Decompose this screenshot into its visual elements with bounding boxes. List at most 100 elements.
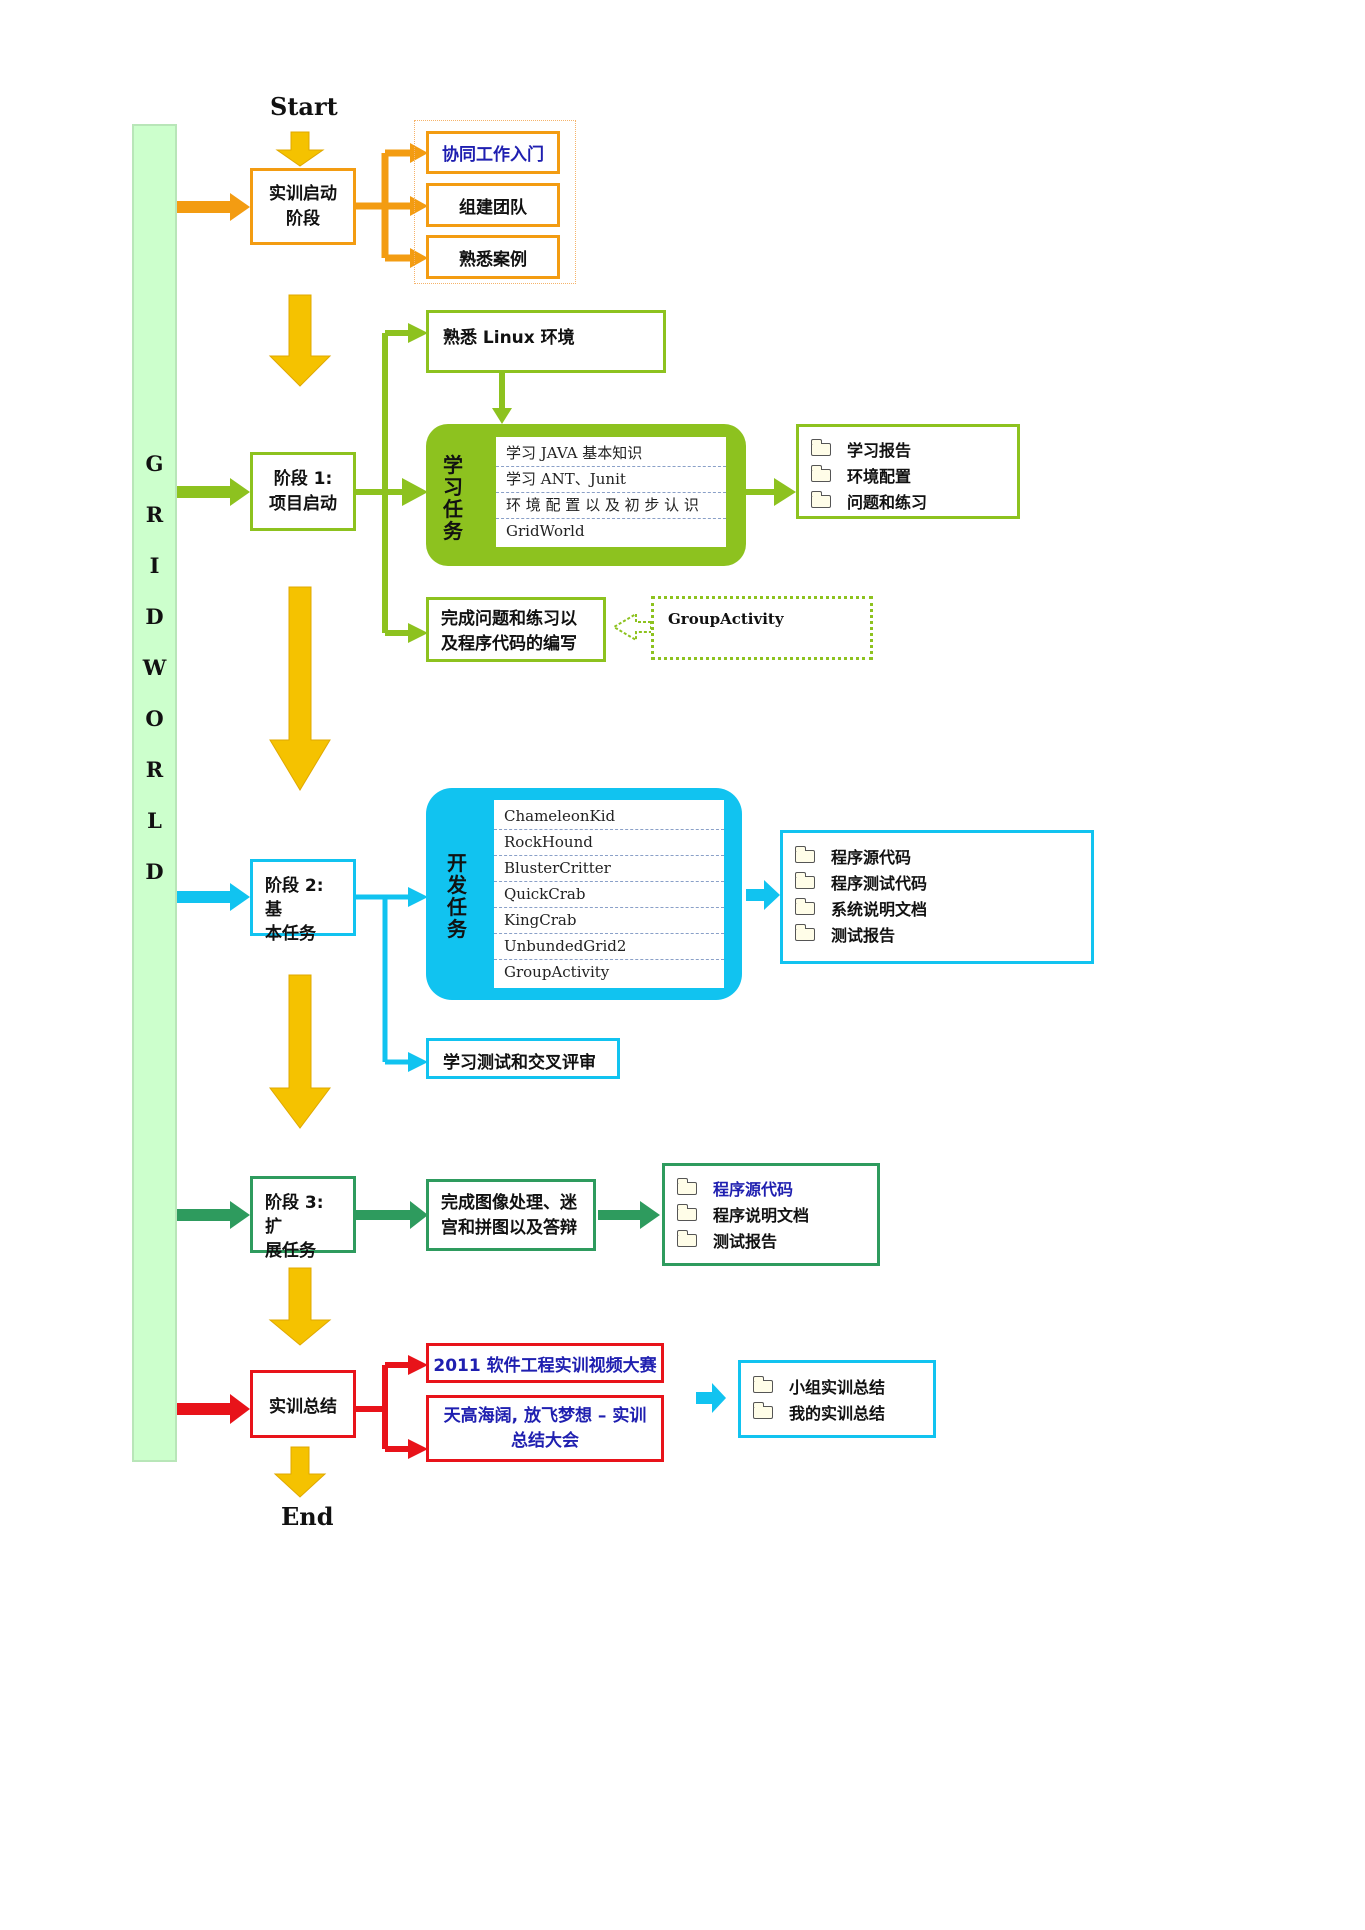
review-box: 学习测试和交叉评审 — [426, 1038, 620, 1079]
exercise-line: 完成问题和练习以 — [441, 609, 577, 629]
stage1-title-line: 阶段 1: — [273, 468, 333, 489]
folder-icon — [752, 1375, 773, 1393]
stage1-title-line: 项目启动 — [269, 493, 337, 514]
stage0-title-line: 实训启动 — [269, 183, 337, 204]
output-label: 程序说明文档 — [713, 1206, 810, 1225]
stage0-group-frame — [414, 120, 576, 284]
output-item: 问题和练习 — [810, 488, 1005, 514]
learning-task-item: GridWorld — [506, 522, 585, 540]
sidebar-letter: W — [142, 655, 167, 680]
learning-task-list: 学习 JAVA 基本知识 学习 ANT、Junit 环 境 配 置 以 及 初 … — [496, 441, 726, 544]
sidebar-letter: D — [145, 604, 164, 629]
output-label: 测试报告 — [713, 1232, 778, 1251]
stage2-outputs-box: 程序源代码 程序测试代码 系统说明文档 测试报告 — [780, 830, 1094, 964]
flow-arrow-start — [275, 131, 325, 167]
flow-arrow-stage0-stage1 — [268, 294, 332, 387]
dev-task-item: GroupActivity — [504, 963, 610, 981]
learning-task-item: 学习 ANT、Junit — [496, 467, 726, 493]
sidebar-arrow-stage2 — [177, 883, 250, 911]
summary-outputs-box: 小组实训总结 我的实训总结 — [738, 1360, 936, 1438]
sidebar-arrow-stage1 — [177, 478, 250, 506]
folder-icon — [794, 871, 815, 889]
dev-task-list-panel: ChameleonKid RockHound BlusterCritter Qu… — [494, 800, 724, 988]
dev-task-item: QuickCrab — [494, 882, 724, 908]
stage0-box: 实训启动 阶段 — [250, 168, 356, 245]
flow-arrow-stage1-stage2 — [269, 586, 331, 791]
sidebar-arrow-summary — [177, 1394, 250, 1424]
output-item: 测试报告 — [794, 921, 1079, 947]
stage1-box: 阶段 1: 项目启动 — [250, 452, 356, 531]
stage2-title-line: 本任务 — [265, 924, 316, 944]
output-label: 环境配置 — [847, 467, 912, 486]
summary-event-line: 天高海阔, 放飞梦想 – 实训 — [443, 1405, 647, 1426]
sidebar-arrow-stage3 — [177, 1201, 250, 1229]
learning-task-item: 环 境 配 置 以 及 初 步 认 识 — [496, 493, 726, 519]
flow-arrow-stage3-summary — [268, 1267, 332, 1346]
output-item: 程序源代码 — [676, 1175, 865, 1201]
stage3-title-line: 展任务 — [265, 1241, 316, 1261]
dev-task-panel: 开发任务 ChameleonKid RockHound BlusterCritt… — [426, 788, 742, 1000]
output-label: 系统说明文档 — [831, 900, 928, 919]
dev-task-item: RockHound — [494, 830, 724, 856]
folder-icon — [676, 1229, 697, 1247]
folder-icon — [794, 845, 815, 863]
stage3-task-line: 完成图像处理、迷 — [441, 1193, 577, 1213]
stage3-outputs-box: 程序源代码 程序说明文档 测试报告 — [662, 1163, 880, 1266]
stage2-box: 阶段 2: 基 本任务 — [250, 859, 356, 944]
dev-task-item: KingCrab — [494, 908, 724, 934]
learning-task-list-panel: 学习 JAVA 基本知识 学习 ANT、Junit 环 境 配 置 以 及 初 … — [496, 437, 726, 547]
output-label: 学习报告 — [847, 441, 912, 460]
output-item: 系统说明文档 — [794, 895, 1079, 921]
folder-icon — [794, 923, 815, 941]
sidebar-letter: R — [145, 757, 164, 782]
exercise-box: 完成问题和练习以 及程序代码的编写 — [426, 597, 606, 662]
sidebar-arrow-stage0 — [177, 193, 250, 221]
output-item: 环境配置 — [810, 462, 1005, 488]
dev-task-label: 开发任务 — [447, 851, 467, 941]
output-label: 程序源代码 — [831, 848, 912, 867]
stage3-box: 阶段 3: 扩 展任务 — [250, 1176, 356, 1261]
dev-task-item: UnbundedGrid2 — [494, 934, 724, 960]
output-item: 学习报告 — [810, 436, 1005, 462]
sidebar-letter: L — [147, 808, 162, 833]
output-item: 程序测试代码 — [794, 869, 1079, 895]
output-item: 小组实训总结 — [752, 1373, 921, 1399]
group-activity-box: GroupActivity — [651, 596, 873, 660]
sidebar-letter: G — [145, 451, 164, 476]
sidebar-letter: I — [149, 553, 160, 578]
output-label: 程序源代码 — [713, 1180, 794, 1199]
sidebar-letter: R — [145, 502, 164, 527]
exercise-line: 及程序代码的编写 — [441, 634, 577, 654]
summary-box: 实训总结 — [250, 1370, 356, 1438]
folder-icon — [810, 464, 831, 482]
output-item: 我的实训总结 — [752, 1399, 921, 1425]
output-item: 测试报告 — [676, 1227, 865, 1253]
groupactivity-arrow — [612, 612, 652, 642]
end-label: End — [281, 1502, 334, 1531]
dev-task-item: ChameleonKid — [494, 804, 724, 830]
dev-task-item: BlusterCritter — [494, 856, 724, 882]
output-label: 我的实训总结 — [789, 1404, 886, 1423]
stage1-output-list: 学习报告 环境配置 问题和练习 — [810, 436, 1005, 514]
output-label: 程序测试代码 — [831, 874, 928, 893]
folder-icon — [810, 490, 831, 508]
stage3-title-line: 阶段 3: 扩 — [265, 1193, 324, 1237]
stage2-output-list: 程序源代码 程序测试代码 系统说明文档 测试报告 — [794, 843, 1079, 947]
stage0-title-line: 阶段 — [286, 208, 320, 229]
folder-icon — [752, 1401, 773, 1419]
gridworld-vertical-label: G R I D W O R L D — [134, 451, 175, 910]
learning-task-panel: 学习任务 学习 JAVA 基本知识 学习 ANT、Junit 环 境 配 置 以… — [426, 424, 746, 566]
folder-icon — [676, 1203, 697, 1221]
gridworld-sidebar: G R I D W O R L D — [132, 124, 177, 1462]
output-label: 问题和练习 — [847, 493, 928, 512]
stage3-task-line: 宫和拼图以及答辩 — [441, 1218, 577, 1238]
summary-event-video-contest: 2011 软件工程实训视频大赛 — [426, 1343, 664, 1383]
flow-arrow-stage2-stage3 — [269, 974, 331, 1129]
dev-task-list: ChameleonKid RockHound BlusterCritter Qu… — [494, 804, 724, 985]
stage0-item: 组建团队 — [426, 183, 560, 227]
stage1-outputs-box: 学习报告 环境配置 问题和练习 — [796, 424, 1020, 519]
sidebar-letter: O — [145, 706, 164, 731]
stage2-title-line: 阶段 2: 基 — [265, 876, 324, 920]
folder-icon — [810, 438, 831, 456]
summary-event-conference: 天高海阔, 放飞梦想 – 实训 总结大会 — [426, 1395, 664, 1462]
